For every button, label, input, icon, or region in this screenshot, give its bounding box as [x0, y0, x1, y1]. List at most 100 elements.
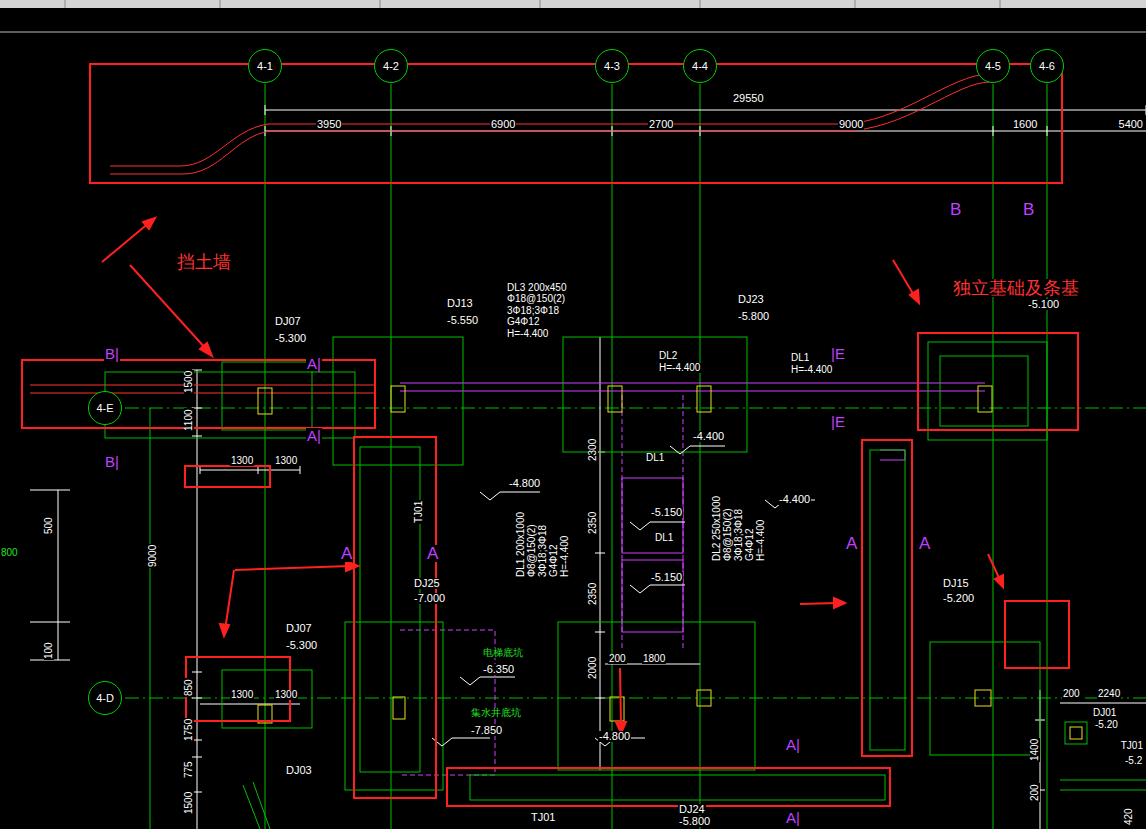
- column-symbols-part: [393, 697, 405, 719]
- dimension-lines-part: [265, 105, 1146, 115]
- drawing-text: 2240: [1097, 689, 1121, 699]
- axis-name: 4-3: [604, 60, 620, 72]
- axis-bubble: 4-1: [248, 49, 282, 83]
- dimension-text: DL2 250x1000: [712, 495, 722, 562]
- drawing-text: DJ07: [274, 316, 302, 327]
- drawing-text: 3Φ18;3Φ18: [506, 306, 560, 316]
- drawing-text: 6900: [490, 119, 516, 130]
- drawing-text: -5.20: [1094, 720, 1119, 730]
- drawing-text: TJ01: [1120, 741, 1144, 751]
- footing-outlines: [105, 337, 1146, 829]
- drawing-text: -5.800: [678, 816, 711, 827]
- column-symbols-part: [608, 386, 622, 412]
- drawing-text: B: [1022, 201, 1035, 218]
- grade-beam-part: [622, 560, 683, 632]
- drawing-text: 电梯底坑: [482, 648, 524, 658]
- dimension-lines-part: [200, 466, 300, 474]
- elevation-markers-part: [630, 585, 685, 593]
- drawing-text: DJ01: [1092, 708, 1117, 718]
- drawing-text: 1600: [1012, 119, 1038, 130]
- axis-bubble: 4-E: [88, 391, 122, 425]
- dimension-text: 775: [184, 760, 194, 779]
- dimension-lines-part: [595, 337, 605, 770]
- elevation-markers-part: [630, 522, 685, 530]
- axis-name: 4-E: [96, 402, 113, 414]
- annotation-arrows-part: [800, 603, 837, 604]
- drawing-text: 800: [0, 548, 19, 558]
- dimension-text: 100: [44, 641, 54, 660]
- grade-beam-part: [880, 450, 905, 460]
- annotation-boxes-part: [447, 768, 890, 806]
- dimension-text: 500: [44, 516, 54, 535]
- drawing-text: B|: [104, 454, 120, 469]
- annotation-boxes: [22, 64, 1078, 806]
- annotation-arrows-part: [893, 260, 915, 297]
- toolbar: [0, 0, 1146, 32]
- footing-outlines-part: [930, 642, 1040, 755]
- toolbar-part: [0, 32, 1146, 33]
- drawing-text: H=-4.400: [790, 365, 833, 375]
- footing-outlines-part: [1060, 780, 1146, 790]
- dimension-text: 2300: [588, 438, 598, 462]
- grid-lines: [125, 84, 1146, 829]
- footing-outlines-part: [870, 450, 905, 750]
- drawing-text: -5.800: [737, 311, 770, 322]
- drawing-text: B: [949, 201, 962, 218]
- drawing-text: |E: [830, 346, 846, 361]
- drawing-text: DJ07: [285, 623, 313, 634]
- footing-outlines-part: [222, 670, 312, 728]
- footing-outlines-part: [222, 362, 312, 430]
- axis-bubble: 4-3: [595, 49, 629, 83]
- retaining-wall: [30, 74, 990, 393]
- drawing-text: 独立基础及条基: [952, 279, 1080, 297]
- column-symbols-part: [978, 386, 992, 412]
- footing-outlines-part: [1065, 722, 1087, 744]
- footing-outlines-part: [558, 622, 755, 770]
- axis-name: 4-6: [1039, 60, 1055, 72]
- drawing-text: DJ24: [678, 804, 706, 815]
- annotation-arrows-part: [620, 668, 621, 726]
- drawing-text: 2700: [648, 119, 674, 130]
- dimension-text: Φ8@150(2): [723, 507, 733, 562]
- annotation-arrows-part: [130, 265, 207, 350]
- annotation-arrows-part: [143, 218, 155, 229]
- drawing-text: A: [340, 545, 353, 562]
- annotation-boxes-part: [862, 440, 912, 756]
- annotation-boxes-part: [90, 64, 1062, 183]
- elevation-markers-part: [432, 738, 490, 746]
- axis-bubble: 4-2: [374, 49, 408, 83]
- dimension-text: 850: [184, 678, 194, 697]
- drawing-text: -6.350: [482, 664, 515, 675]
- annotation-boxes-part: [186, 657, 290, 721]
- retaining-wall-part: [110, 82, 990, 174]
- drawing-text: DJ15: [942, 578, 970, 589]
- drawing-text: DL2: [658, 351, 678, 361]
- footing-outlines-part: [940, 356, 1028, 426]
- drawing-text: A: [918, 535, 931, 552]
- drawing-text: G4Φ12: [506, 317, 540, 327]
- annotation-arrows: [102, 218, 1003, 733]
- dimension-text: 3Φ18;3Φ18: [538, 524, 548, 578]
- drawing-text: 200: [608, 654, 627, 664]
- annotation-arrows-part: [910, 290, 919, 303]
- drawing-text: DL1: [645, 453, 665, 463]
- drawing-text: A|: [785, 737, 801, 752]
- dimension-text: G4Φ12: [549, 544, 559, 578]
- drawing-text: A|: [306, 428, 322, 443]
- dimension-text: H=-4.400: [560, 535, 570, 578]
- drawing-text: 1300: [274, 690, 298, 700]
- drawing-text: -4.800: [508, 478, 541, 489]
- drawing-text: -5.150: [650, 507, 683, 518]
- drawing-text: 1300: [274, 456, 298, 466]
- drawing-text: -4.400: [778, 494, 811, 505]
- drawing-text: 挡土墙: [176, 253, 232, 271]
- drawing-text: DJ03: [285, 765, 313, 776]
- drawing-text: 1300: [230, 456, 254, 466]
- drawing-text: -5.550: [446, 315, 479, 326]
- drawing-text: -4.400: [692, 431, 725, 442]
- grid-lines-part: [150, 408, 151, 829]
- footing-outlines-part: [470, 775, 885, 800]
- drawing-text: DJ25: [413, 578, 441, 589]
- annotation-boxes-part: [354, 437, 436, 798]
